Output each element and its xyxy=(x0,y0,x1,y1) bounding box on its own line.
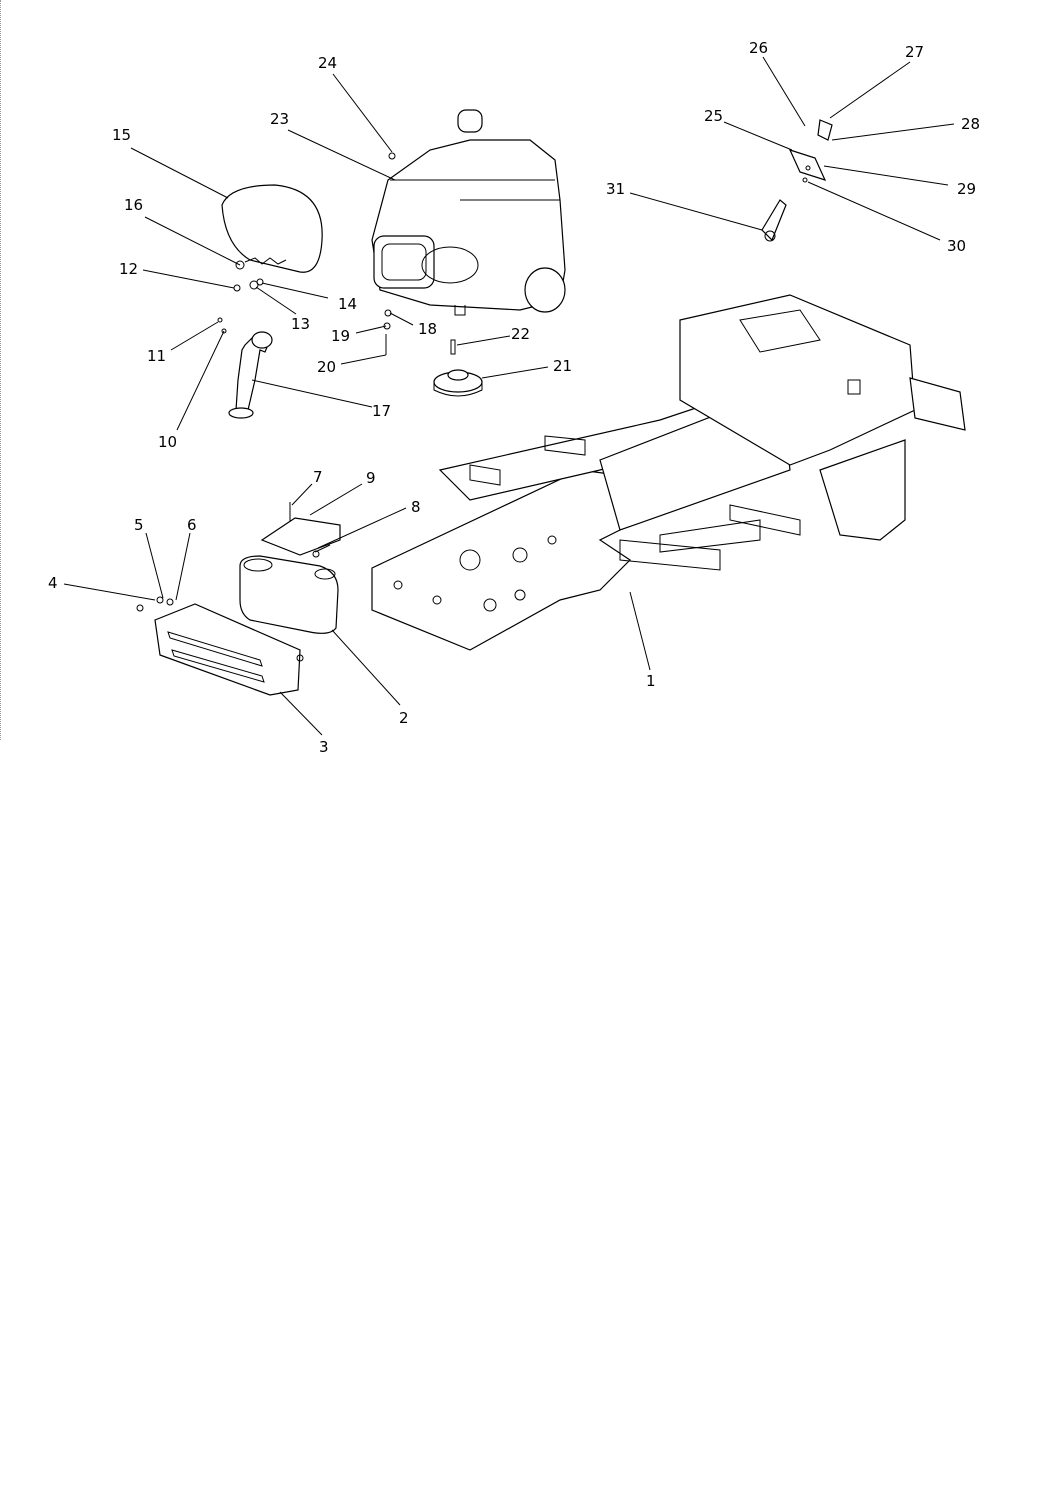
callout-17: 17 xyxy=(372,402,391,420)
callout-3: 3 xyxy=(319,738,329,756)
callout-15: 15 xyxy=(112,126,131,144)
engine-drawing xyxy=(371,109,566,316)
chassis-frame-drawing xyxy=(371,294,966,651)
callout-26: 26 xyxy=(749,39,768,57)
callout-labels: 1 2 3 4 5 6 7 8 9 10 11 12 13 14 15 16 1… xyxy=(48,39,980,756)
callout-18: 18 xyxy=(418,320,437,338)
callout-22: 22 xyxy=(511,325,530,343)
muffler-drawing xyxy=(239,555,339,634)
callout-16: 16 xyxy=(124,196,143,214)
callout-25: 25 xyxy=(704,107,723,125)
callout-24: 24 xyxy=(318,54,337,72)
callout-13: 13 xyxy=(291,315,310,333)
pulley-drawing xyxy=(433,339,483,397)
page-edge-margin xyxy=(0,0,3,740)
callout-7: 7 xyxy=(313,468,323,486)
throttle-bracket-drawing xyxy=(761,119,833,242)
exhaust-pipe-drawing xyxy=(228,331,273,419)
callout-23: 23 xyxy=(270,110,289,128)
callout-1: 1 xyxy=(646,672,656,690)
callout-29: 29 xyxy=(957,180,976,198)
muffler-bracket-drawing xyxy=(260,502,341,556)
callout-5: 5 xyxy=(134,516,144,534)
heat-shield-drawing xyxy=(136,603,304,696)
leader-lines xyxy=(63,56,955,736)
callout-12: 12 xyxy=(119,260,138,278)
callout-11: 11 xyxy=(147,347,166,365)
callout-4: 4 xyxy=(48,574,58,592)
callout-28: 28 xyxy=(961,115,980,133)
callout-19: 19 xyxy=(331,327,350,345)
callout-20: 20 xyxy=(317,358,336,376)
callout-14: 14 xyxy=(338,295,357,313)
callout-27: 27 xyxy=(905,43,924,61)
callout-8: 8 xyxy=(411,498,421,516)
callout-2: 2 xyxy=(399,709,409,727)
callout-31: 31 xyxy=(606,180,625,198)
callout-6: 6 xyxy=(187,516,197,534)
air-cleaner-cover-drawing xyxy=(221,184,323,273)
callout-9: 9 xyxy=(366,469,376,487)
callout-30: 30 xyxy=(947,237,966,255)
callout-10: 10 xyxy=(158,433,177,451)
callout-21: 21 xyxy=(553,357,572,375)
